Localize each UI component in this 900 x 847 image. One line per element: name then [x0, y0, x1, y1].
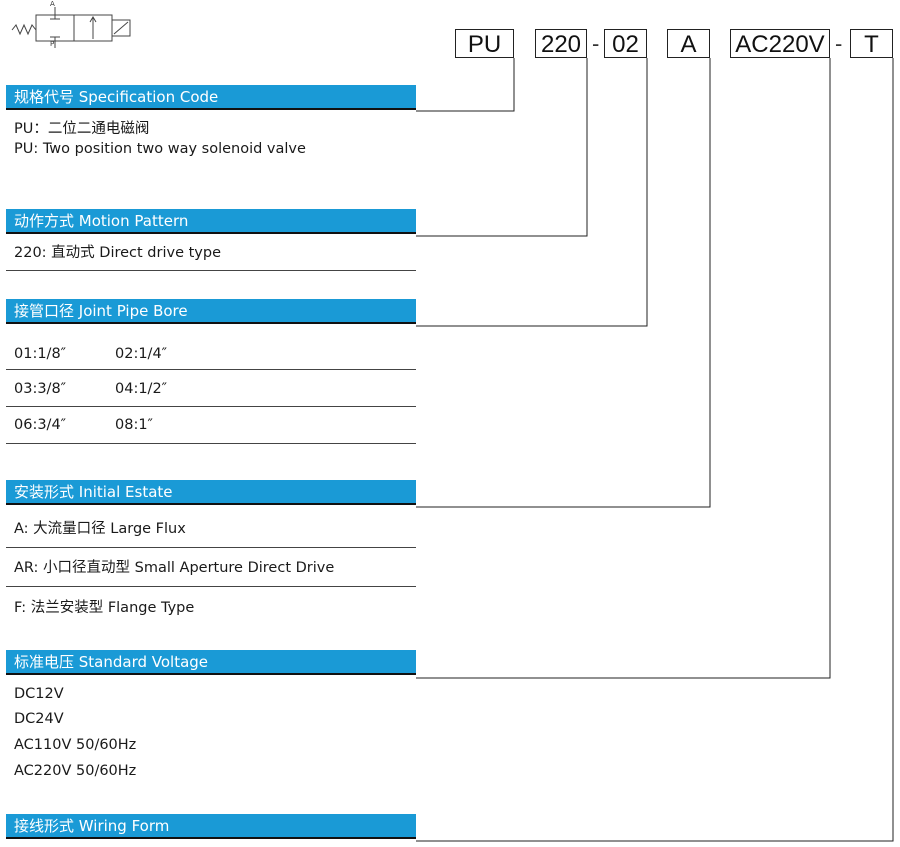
code-box-voltage: AC220V	[730, 29, 830, 58]
leader-line-spec	[416, 58, 515, 112]
section-header-bore: 接管口径 Joint Pipe Bore	[6, 299, 416, 324]
bore-value: 02:1/4″	[115, 346, 168, 362]
valve-symbol-icon	[11, 7, 131, 49]
bore-row-2: 03:3/8″ 04:1/2″	[14, 379, 167, 399]
code-dash-1: -	[592, 31, 600, 56]
code-dash-2: -	[835, 31, 843, 56]
motion-divider	[6, 270, 416, 271]
code-box-wiring: T	[850, 29, 893, 58]
leader-line-initial	[416, 58, 711, 508]
bore-divider	[6, 443, 416, 444]
initial-item: A: 大流量口径 Large Flux	[14, 521, 186, 537]
voltage-item: DC24V	[14, 711, 64, 727]
port-label-a: A	[50, 0, 55, 8]
section-header-spec: 规格代号 Specification Code	[6, 85, 416, 110]
leader-line-motion	[416, 58, 588, 237]
bore-row-3: 06:3/4″ 08:1″	[14, 415, 153, 435]
initial-divider	[6, 586, 416, 587]
port-label-p: P	[50, 40, 55, 48]
bore-value: 06:3/4″	[14, 417, 67, 433]
motion-item: 220: 直动式 Direct drive type	[14, 245, 221, 261]
bore-value: 01:1/8″	[14, 346, 67, 362]
code-box-series: PU	[455, 29, 514, 58]
spec-line-en: PU: Two position two way solenoid valve	[14, 141, 306, 157]
section-header-initial: 安装形式 Initial Estate	[6, 480, 416, 505]
initial-item: AR: 小口径直动型 Small Aperture Direct Drive	[14, 560, 335, 576]
bore-row-1: 01:1/8″ 02:1/4″	[14, 344, 167, 364]
code-box-initial: A	[667, 29, 710, 58]
valve-symbol: A P	[10, 0, 135, 49]
section-header-voltage: 标准电压 Standard Voltage	[6, 650, 416, 675]
leader-line-bore	[416, 58, 648, 327]
initial-divider	[6, 547, 416, 548]
leader-line-wiring	[416, 58, 894, 842]
section-header-wiring: 接线形式 Wiring Form	[6, 814, 416, 839]
bore-value: 03:3/8″	[14, 381, 67, 397]
voltage-item: AC220V 50/60Hz	[14, 763, 137, 779]
voltage-item: DC12V	[14, 686, 64, 702]
code-box-bore: 02	[604, 29, 647, 58]
bore-value: 08:1″	[115, 417, 153, 433]
bore-divider	[6, 406, 416, 407]
bore-divider	[6, 369, 416, 370]
leader-line-voltage	[416, 58, 831, 679]
initial-item: F: 法兰安装型 Flange Type	[14, 600, 195, 616]
section-header-motion: 动作方式 Motion Pattern	[6, 209, 416, 234]
bore-value: 04:1/2″	[115, 381, 168, 397]
voltage-item: AC110V 50/60Hz	[14, 737, 137, 753]
code-box-motion: 220	[535, 29, 587, 58]
spec-line-cn: PU：二位二通电磁阀	[14, 121, 150, 137]
